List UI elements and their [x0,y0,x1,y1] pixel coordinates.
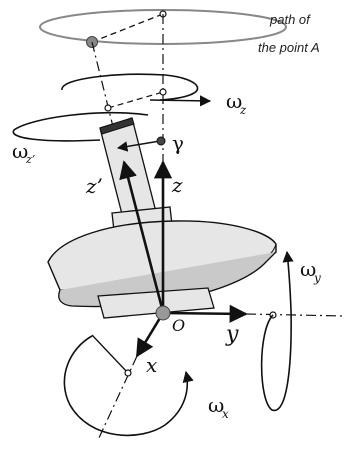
x-arrow [135,312,165,358]
origin-point [155,305,171,321]
omega-x-symbol: ω [208,393,224,417]
x-axis-point [124,369,132,377]
omega-zp-symbol: ω [12,139,28,163]
omega-y-subscript: y [313,271,321,285]
gamma-label: γ [172,131,184,155]
omega-z-subscript: z [239,103,247,117]
omega-y-curve [260,250,294,412]
y-axis-line [245,313,346,317]
point-a-radius [91,13,164,43]
x-axis-line [97,355,138,441]
y-arrow [162,304,248,323]
gamma-point [156,136,166,146]
rod [99,117,157,223]
zprime-arrow [119,160,165,313]
omega-zp-subscript: z’ [25,153,35,166]
omega-z-symbol: ω [226,89,242,113]
omega-x-curve [63,335,194,437]
omega-z-curve [61,73,199,101]
origin-label: O [172,316,185,335]
annotation-line-2: the point A [258,40,320,55]
rod-point [104,104,112,112]
mid-axis-point [159,88,167,96]
omega-x-subscript: x [222,407,229,421]
gamma-arrow [116,140,161,152]
z-label: z [171,173,183,197]
annotation-line-1: path of [269,12,311,27]
omega-z-arrow [149,95,212,107]
y-label: y [225,322,239,347]
omega-zp-curve [12,111,149,142]
zprime-label: z’ [85,174,103,198]
x-axis-radius [91,334,129,374]
omega-y-symbol: ω [300,257,316,281]
x-label: x [146,353,157,377]
